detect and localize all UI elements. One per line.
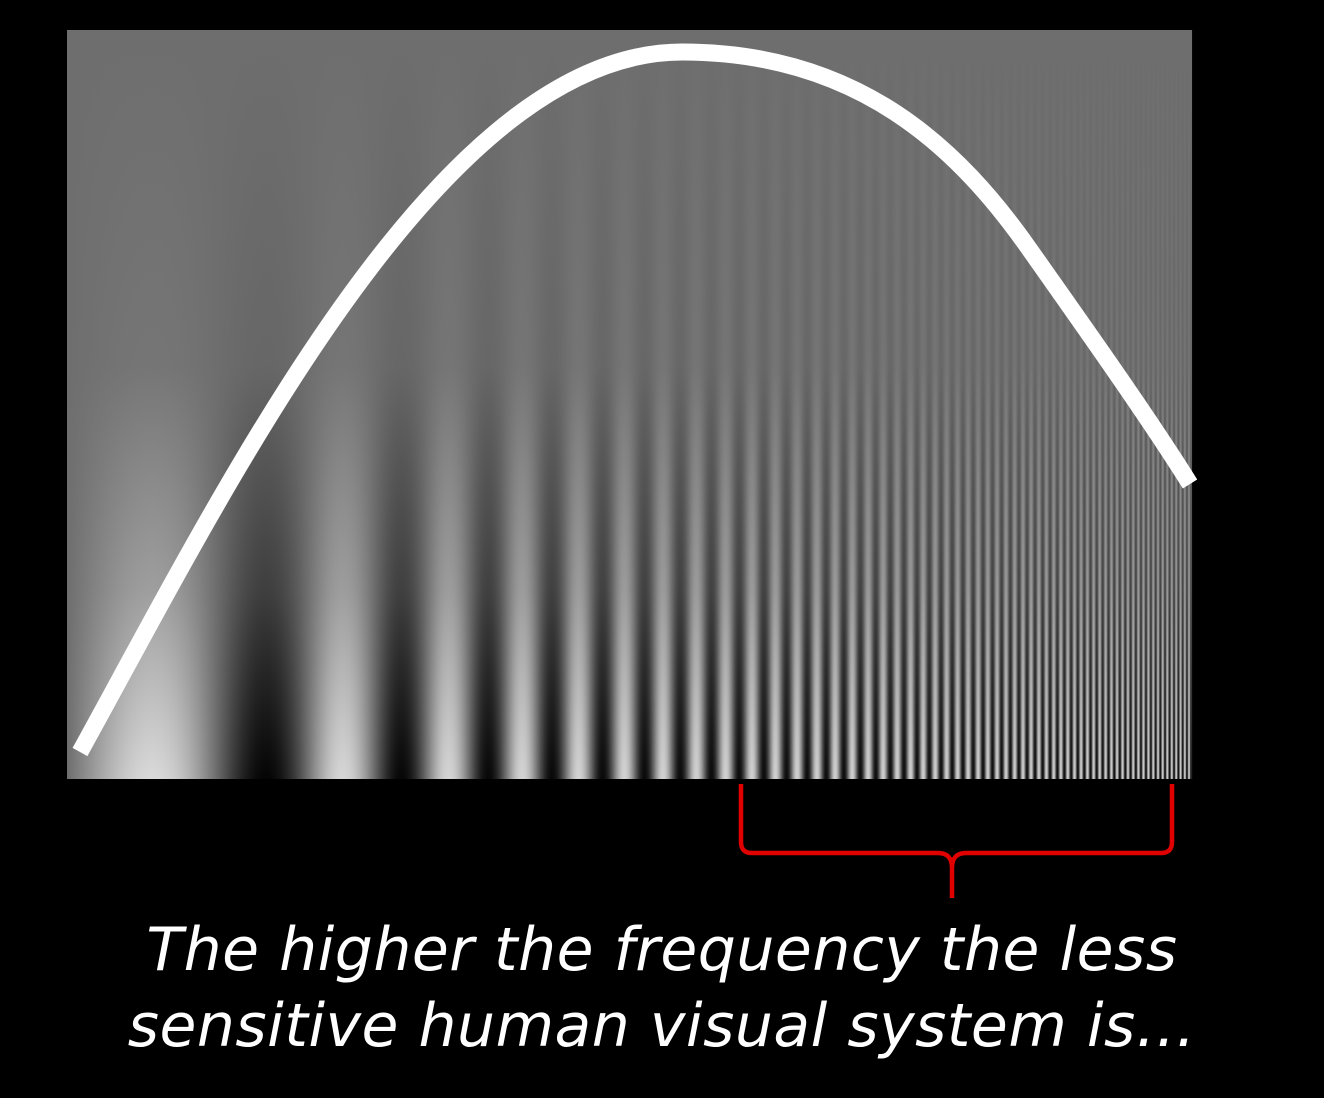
caption-line-2: sensitive human visual system is… <box>127 991 1197 1061</box>
contrast-fade-overlay <box>67 30 1192 779</box>
sensitivity-curve <box>72 43 1198 757</box>
high-frequency-bracket <box>738 784 1175 898</box>
caption-line-1: The higher the frequency the less <box>146 915 1178 985</box>
caption: The higher the frequency the less sensit… <box>0 912 1324 1064</box>
contrast-sensitivity-figure <box>67 30 1198 898</box>
